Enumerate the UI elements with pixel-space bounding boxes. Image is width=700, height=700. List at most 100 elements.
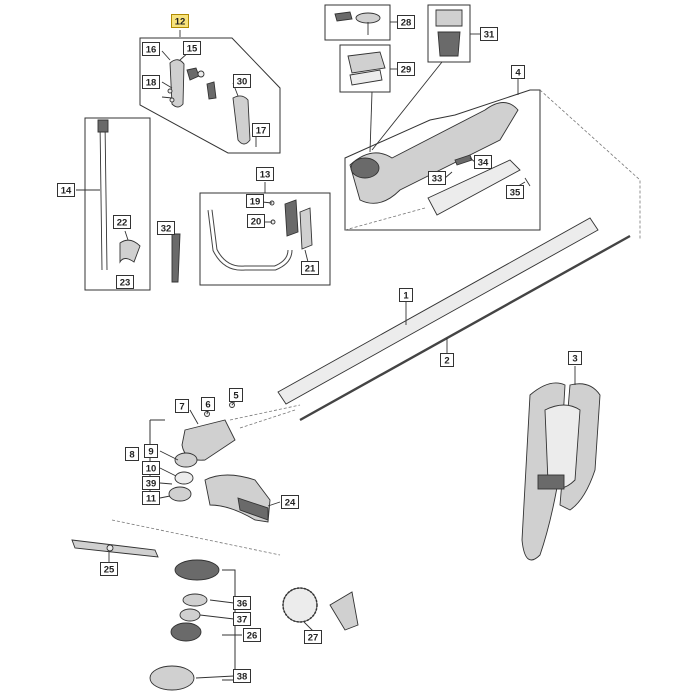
connector-part[interactable] [97, 119, 109, 133]
callout-number-26: 26 [247, 631, 258, 642]
callout-15[interactable]: 15 [183, 41, 201, 55]
key-part[interactable] [334, 11, 353, 22]
head-base-part[interactable] [149, 665, 195, 691]
callout-box-24 [281, 495, 299, 509]
loop-clamp-part-2[interactable] [299, 207, 313, 250]
callout-7[interactable]: 7 [175, 399, 189, 413]
callout-2[interactable]: 2 [440, 353, 454, 367]
saw-guard-part[interactable] [329, 591, 359, 631]
callout-1[interactable]: 1 [399, 288, 413, 302]
callout-26[interactable]: 26 [243, 628, 261, 642]
callout-number-38: 38 [237, 672, 248, 683]
callout-box-27 [304, 630, 322, 644]
knob-part[interactable] [355, 12, 381, 24]
trigger-part[interactable] [186, 67, 200, 81]
screw-part[interactable] [197, 70, 205, 78]
callout-8[interactable]: 8 [125, 447, 139, 461]
callout-11[interactable]: 11 [142, 491, 160, 505]
callout-30[interactable]: 30 [233, 74, 251, 88]
shaft-group [229, 89, 641, 422]
callout-19[interactable]: 19 [246, 194, 264, 208]
callout-box-28 [397, 15, 415, 29]
callout-box-9 [144, 444, 158, 458]
switch-module-part[interactable] [435, 9, 463, 27]
callout-6[interactable]: 6 [201, 397, 215, 411]
callout-number-29: 29 [401, 65, 412, 76]
callout-17[interactable]: 17 [252, 123, 270, 137]
callout-3[interactable]: 3 [568, 351, 582, 365]
callout-38[interactable]: 38 [233, 669, 251, 683]
motor-housing-group [344, 89, 541, 231]
callout-35[interactable]: 35 [506, 185, 524, 199]
handle-grip-left[interactable] [169, 59, 185, 108]
callout-number-12: 12 [175, 17, 186, 28]
motor-housing-part[interactable] [349, 102, 519, 204]
outer-shaft-part[interactable] [277, 217, 599, 405]
callout-4[interactable]: 4 [511, 65, 525, 79]
callout-37[interactable]: 37 [233, 612, 251, 626]
spring-part[interactable] [179, 608, 201, 622]
battery-latch-part[interactable] [347, 51, 386, 74]
callout-box-3 [568, 351, 582, 365]
callout-13[interactable]: 13 [256, 167, 274, 181]
callout-number-11: 11 [146, 494, 157, 505]
callout-22[interactable]: 22 [113, 215, 131, 229]
callout-29[interactable]: 29 [397, 62, 415, 76]
callout-box-12 [171, 14, 189, 28]
callout-10[interactable]: 10 [142, 461, 160, 475]
harness-buckle-part[interactable] [537, 474, 565, 490]
callout-20[interactable]: 20 [247, 214, 265, 228]
callout-25[interactable]: 25 [100, 562, 118, 576]
latch-plate-part[interactable] [349, 69, 383, 86]
housing-cover-part[interactable] [427, 159, 521, 216]
blade-part[interactable] [71, 539, 159, 558]
callout-21[interactable]: 21 [301, 261, 319, 275]
callout-box-38 [233, 669, 251, 683]
callout-box-31 [480, 27, 498, 41]
callout-box-25 [100, 562, 118, 576]
callout-box-7 [175, 399, 189, 413]
cable-group [84, 117, 151, 291]
callout-5[interactable]: 5 [229, 388, 243, 402]
callout-18[interactable]: 18 [142, 75, 160, 89]
switch-base-part[interactable] [437, 31, 461, 57]
callout-36[interactable]: 36 [233, 596, 251, 610]
callout-24[interactable]: 24 [281, 495, 299, 509]
eyelet-part[interactable] [182, 593, 208, 607]
callout-23[interactable]: 23 [116, 275, 134, 289]
nut-part[interactable] [168, 486, 192, 502]
callout-box-13 [256, 167, 274, 181]
callout-16[interactable]: 16 [142, 42, 160, 56]
loop-clamp-part[interactable] [284, 199, 299, 237]
callout-12[interactable]: 12 [171, 14, 189, 28]
callout-28[interactable]: 28 [397, 15, 415, 29]
callout-27[interactable]: 27 [304, 630, 322, 644]
screw-part-small[interactable] [167, 88, 173, 94]
callout-box-36 [233, 596, 251, 610]
washer-part[interactable] [174, 471, 194, 485]
callout-14[interactable]: 14 [57, 183, 75, 197]
guard-bracket-part[interactable] [237, 497, 269, 521]
housing-cap-part[interactable] [350, 157, 380, 179]
callout-31[interactable]: 31 [480, 27, 498, 41]
callout-39[interactable]: 39 [142, 476, 160, 490]
callout-number-24: 24 [285, 498, 296, 509]
callout-34[interactable]: 34 [474, 155, 492, 169]
spool-part[interactable] [170, 622, 202, 642]
callout-box-26 [243, 628, 261, 642]
spool-cover-part[interactable] [174, 559, 220, 581]
callout-33[interactable]: 33 [428, 171, 446, 185]
callout-9[interactable]: 9 [144, 444, 158, 458]
callout-number-30: 30 [237, 77, 248, 88]
callout-box-22 [113, 215, 131, 229]
cable-part[interactable] [99, 121, 108, 271]
small-lever-part[interactable] [206, 81, 217, 100]
drive-shaft-part[interactable] [299, 234, 631, 422]
handle-grip-right[interactable] [232, 95, 251, 145]
screw-part-small-2[interactable] [169, 97, 175, 103]
flange-part[interactable] [174, 452, 198, 468]
callout-32[interactable]: 32 [157, 221, 175, 235]
guard-clip-part[interactable] [119, 239, 141, 264]
callout-number-28: 28 [401, 18, 412, 29]
cable-tie-part[interactable] [171, 233, 181, 283]
